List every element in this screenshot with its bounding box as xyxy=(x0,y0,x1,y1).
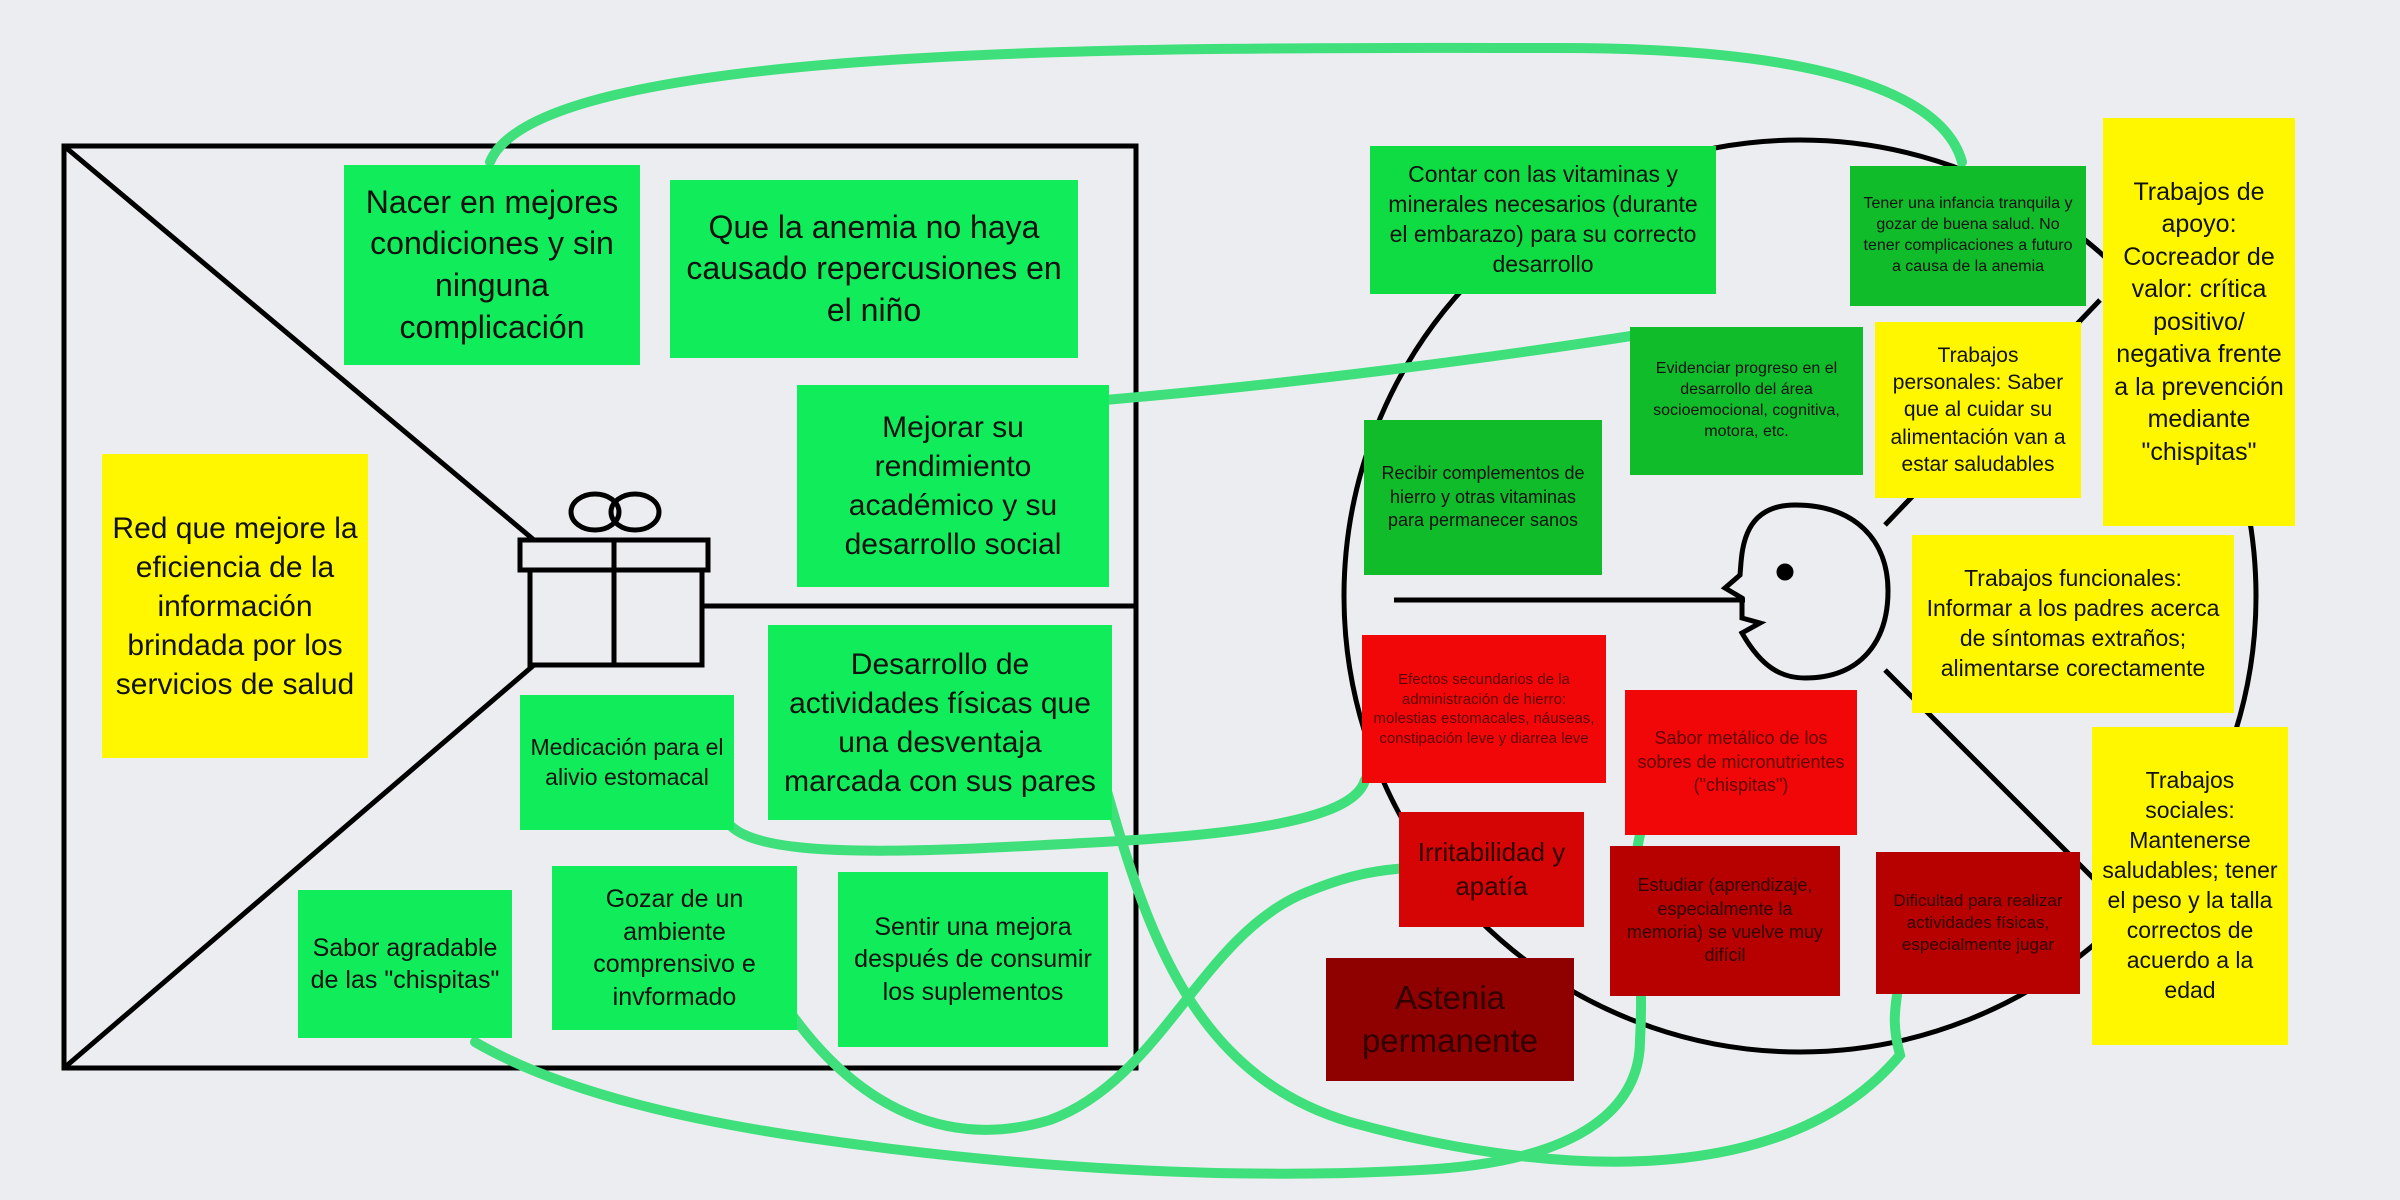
connector-taste xyxy=(470,830,1647,1179)
job-note-personal[interactable]: Trabajos personales: Saber que al cuidar… xyxy=(1875,322,2081,498)
job-note-supporting[interactable]: Trabajos de apoyo: Cocreador de valor: c… xyxy=(2103,118,2295,526)
gain-note-2[interactable]: Tener una infancia tranquila y gozar de … xyxy=(1850,166,2086,306)
pain-note-3[interactable]: Irritabilidad y apatía xyxy=(1399,812,1584,927)
customer-profile-outline xyxy=(1341,137,2259,1055)
pain-note-4[interactable]: Estudiar (aprendizaje, especialmente la … xyxy=(1610,846,1840,996)
connector-birth-childhood xyxy=(485,42,1967,167)
pain-reliever-note-1[interactable]: Medicación para el alivio estomacal xyxy=(520,695,734,830)
face-outline xyxy=(1720,502,1891,681)
connector-academic-progress xyxy=(1100,328,1655,405)
gain-note-3[interactable]: Evidenciar progreso en el desarrollo del… xyxy=(1630,327,1863,475)
gain-creator-note-3[interactable]: Mejorar su rendimiento académico y su de… xyxy=(797,385,1109,587)
pain-reliever-note-5[interactable]: Sentir una mejora después de consumir lo… xyxy=(838,872,1108,1047)
gain-note-4[interactable]: Recibir complementos de hierro y otras v… xyxy=(1364,420,1602,575)
connector-environment xyxy=(785,863,1415,1135)
job-note-functional[interactable]: Trabajos funcionales: Informar a los pad… xyxy=(1912,535,2234,713)
diagonal-bottom xyxy=(62,663,536,1070)
pain-note-1[interactable]: Efectos secundarios de la administración… xyxy=(1362,635,1606,783)
gain-creator-note-1[interactable]: Nacer en mejores condiciones y sin ningu… xyxy=(344,165,640,365)
connector-physical-activity xyxy=(1093,755,1906,1167)
customer-face-icon xyxy=(1720,502,1891,681)
gift-bow-right xyxy=(608,491,662,533)
pain-reliever-note-3[interactable]: Sabor agradable de las "chispitas" xyxy=(298,890,512,1038)
pain-reliever-note-2[interactable]: Desarrollo de actividades físicas que un… xyxy=(768,625,1112,820)
pain-note-5[interactable]: Dificultad para realizar actividades fís… xyxy=(1876,852,2080,994)
gain-creator-note-2[interactable]: Que la anemia no haya causado repercusio… xyxy=(670,180,1078,358)
face-eye xyxy=(1776,563,1794,581)
pain-note-6[interactable]: Astenia permanente xyxy=(1326,958,1574,1081)
pain-reliever-note-4[interactable]: Gozar de un ambiente comprensivo e invfo… xyxy=(552,866,797,1030)
pain-note-2[interactable]: Sabor metálico de los sobres de micronut… xyxy=(1625,690,1857,835)
connector-stomach-relief xyxy=(720,775,1370,856)
gift-bow-left xyxy=(568,491,622,533)
gain-note-1[interactable]: Contar con las vitaminas y minerales nec… xyxy=(1370,146,1716,294)
connector-lines xyxy=(470,42,1967,1179)
value-map-square xyxy=(61,143,1139,1071)
job-note-social[interactable]: Trabajos sociales: Mantenerse saludables… xyxy=(2092,727,2288,1045)
diagonal-top xyxy=(62,144,536,542)
gift-icon xyxy=(517,491,711,668)
products-services-note[interactable]: Red que mejore la eficiencia de la infor… xyxy=(102,454,368,758)
